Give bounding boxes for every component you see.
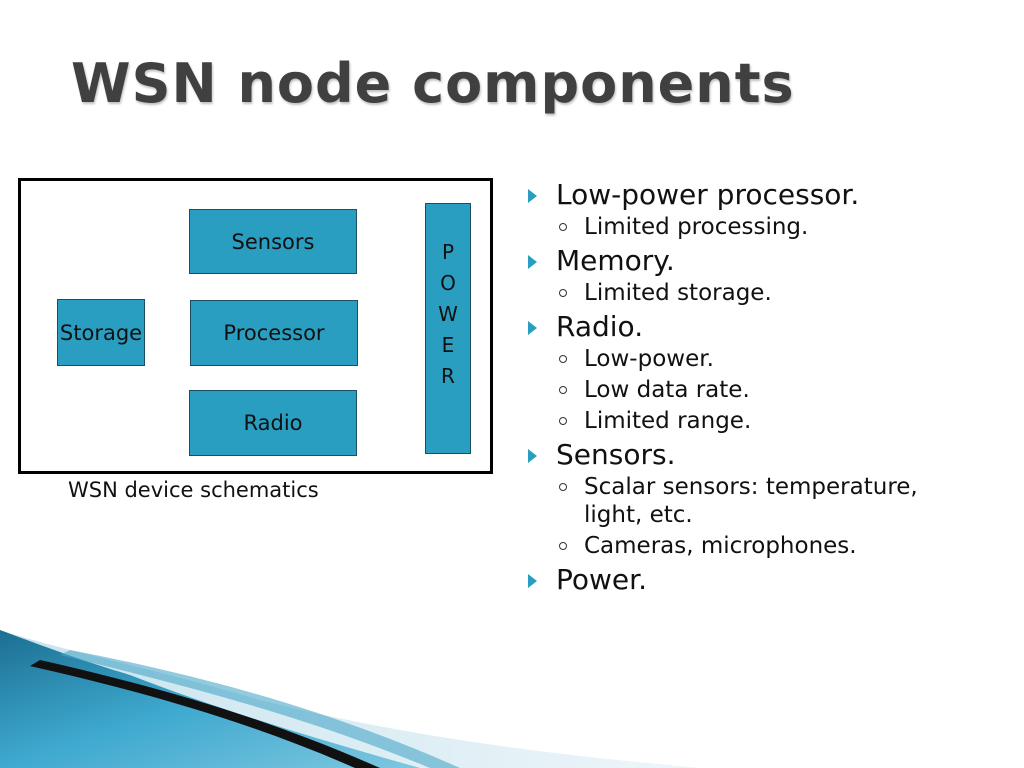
sensors-block-label: Sensors <box>231 229 315 254</box>
sub-bullet-item: Low data rate. <box>525 376 945 404</box>
power-letter: E <box>441 333 455 357</box>
circle-bullet-icon <box>559 542 567 550</box>
power-letter: W <box>438 302 458 326</box>
bullet-item: Memory. <box>525 244 945 277</box>
bullet-item: Sensors. <box>525 438 945 471</box>
sub-bullet-item: Limited storage. <box>525 279 945 307</box>
sensors-block: Sensors <box>189 209 357 274</box>
circle-bullet-icon <box>559 355 567 363</box>
bullet-list: Low-power processor. Limited processing.… <box>525 178 945 598</box>
bullet-item: Radio. <box>525 310 945 343</box>
bullet-text: Radio. <box>556 310 644 343</box>
sub-bullet-item: Cameras, microphones. <box>525 532 945 560</box>
bullet-text: Memory. <box>556 244 675 277</box>
circle-bullet-icon <box>559 483 567 491</box>
triangle-bullet-icon <box>528 574 537 588</box>
power-block: P O W E R <box>425 203 471 454</box>
sub-bullet-item: Limited range. <box>525 407 945 435</box>
schematic-caption: WSN device schematics <box>68 478 319 502</box>
sub-bullet-text: Limited processing. <box>584 214 809 240</box>
triangle-bullet-icon <box>528 449 537 463</box>
circle-bullet-icon <box>559 289 567 297</box>
bullet-text: Sensors. <box>556 438 676 471</box>
wsn-schematic-diagram: Sensors Processor Radio Storage P O W E … <box>18 178 493 474</box>
bullet-text: Power. <box>556 563 647 596</box>
bullet-text: Low-power processor. <box>556 178 860 211</box>
sub-bullet-text: Limited range. <box>584 408 752 434</box>
sub-bullet-item: Low-power. <box>525 345 945 373</box>
power-letter: P <box>441 240 455 264</box>
decorative-wave-graphic <box>0 630 700 768</box>
circle-bullet-icon <box>559 417 567 425</box>
processor-block-label: Processor <box>223 321 325 345</box>
triangle-bullet-icon <box>528 321 537 335</box>
sub-bullet-item: Limited processing. <box>525 213 945 241</box>
radio-block-label: Radio <box>243 411 303 435</box>
storage-block-label: Storage <box>59 320 143 345</box>
sub-bullet-text: Limited storage. <box>584 280 772 306</box>
triangle-bullet-icon <box>528 189 537 203</box>
sub-bullet-text: Low data rate. <box>584 377 750 403</box>
circle-bullet-icon <box>559 386 567 394</box>
storage-block: Storage <box>57 299 145 366</box>
triangle-bullet-icon <box>528 255 537 269</box>
bullet-item: Power. <box>525 563 945 596</box>
radio-block: Radio <box>189 390 357 456</box>
sub-bullet-item: Scalar sensors: temperature, light, etc. <box>525 473 945 529</box>
sub-bullet-text: Low-power. <box>584 346 714 372</box>
bullet-item: Low-power processor. <box>525 178 945 211</box>
slide-title: WSN node components <box>71 52 795 115</box>
sub-bullet-text: Cameras, microphones. <box>584 533 857 559</box>
processor-block: Processor <box>190 300 358 366</box>
sub-bullet-text: Scalar sensors: temperature, light, etc. <box>584 474 918 528</box>
power-letter: O <box>440 271 456 295</box>
power-letter: R <box>441 364 455 388</box>
circle-bullet-icon <box>559 223 567 231</box>
